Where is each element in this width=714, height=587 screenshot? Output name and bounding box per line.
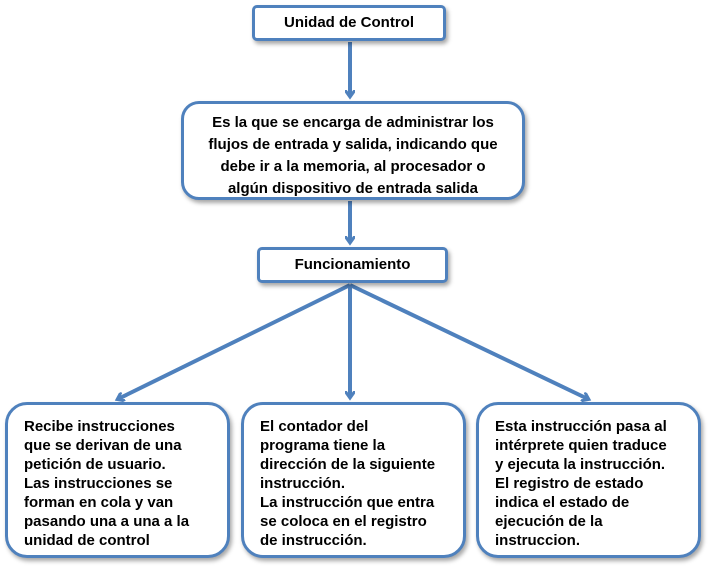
leaf-line: se coloca en el registro xyxy=(260,513,427,530)
node-leaf-contador-programa: El contador del programa tiene la direcc… xyxy=(241,402,466,558)
leaf-line: Recibe instrucciones xyxy=(24,418,175,435)
description-line: algún dispositivo de entrada salida xyxy=(227,180,479,197)
leaf-line: El registro de estado xyxy=(495,475,644,492)
leaf-line: de instrucción. xyxy=(260,532,367,549)
node-funcionamiento: Funcionamiento xyxy=(257,247,448,283)
leaf-line: pasando una a una a la xyxy=(24,513,190,530)
leaf-line: indica el estado de xyxy=(495,494,630,511)
leaf-line: dirección de la siguiente xyxy=(260,456,436,473)
leaf-line: forman en cola y van xyxy=(24,494,174,511)
leaf-line: petición de usuario. xyxy=(24,456,166,473)
node-functioning-text: Funcionamiento xyxy=(294,256,411,273)
description-line: flujos de entrada y salida, indicando qu… xyxy=(208,136,498,153)
leaf-line: instruccion. xyxy=(495,532,581,549)
leaf-line: que se derivan de una xyxy=(24,437,182,454)
arrow-functioning-to-leaf-left xyxy=(118,283,351,399)
leaf-line: intérprete quien traduce xyxy=(495,437,667,454)
leaf-line: El contador del xyxy=(260,418,369,435)
leaf-line: y ejecuta la instrucción. xyxy=(495,456,666,473)
leaf-line: instrucción. xyxy=(260,475,346,492)
node-title-text: Unidad de Control xyxy=(284,14,414,31)
leaf-line: Esta instrucción pasa al xyxy=(495,418,667,435)
arrow-functioning-to-leaf-right xyxy=(349,283,588,399)
leaf-line: programa tiene la xyxy=(260,437,386,454)
node-unidad-de-control: Unidad de Control xyxy=(252,5,446,41)
node-description: Es la que se encarga de administrar los … xyxy=(181,101,525,200)
description-line: Es la que se encarga de administrar los xyxy=(212,114,494,131)
leaf-line: Las instrucciones se xyxy=(24,475,173,492)
description-line: debe ir a la memoria, al procesador o xyxy=(220,158,486,175)
leaf-line: La instrucción que entra xyxy=(260,494,435,511)
leaf-line: unidad de control xyxy=(24,532,150,549)
node-leaf-interprete: Esta instrucción pasa al intérprete quie… xyxy=(476,402,701,558)
leaf-line: ejecución de la xyxy=(495,513,603,530)
node-leaf-recibe-instrucciones: Recibe instrucciones que se derivan de u… xyxy=(5,402,230,558)
